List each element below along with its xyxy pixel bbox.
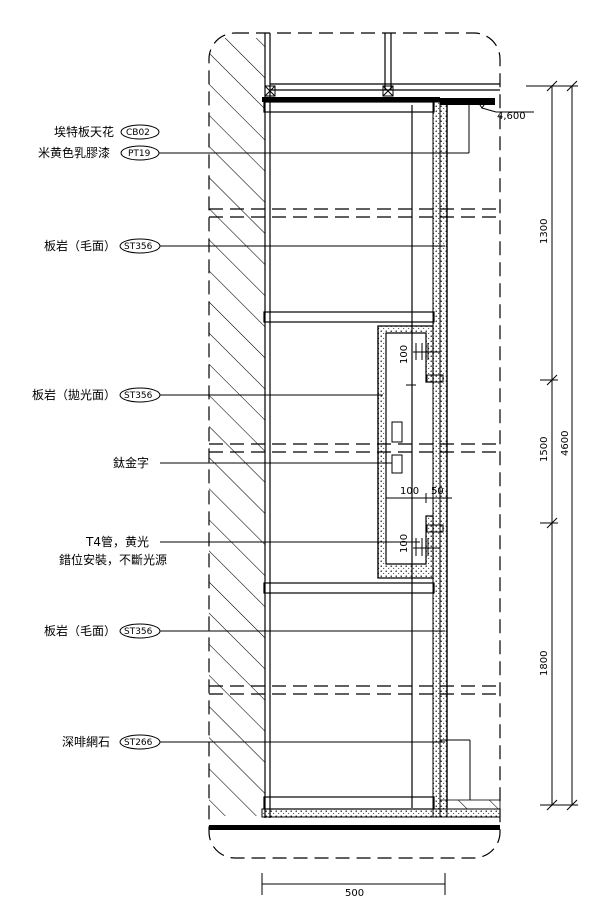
annotation-t4-lamp: T4管，黄光 錯位安裝，不斷光源 (59, 534, 420, 567)
svg-text:T4管，黄光: T4管，黄光 (85, 534, 149, 549)
floor-slab (209, 825, 500, 830)
floor-screed (261, 808, 501, 818)
dim-1300: 1300 (539, 219, 550, 244)
dim-4600: 4600 (560, 431, 571, 456)
annotation-深啡網石: 深啡網石 ST266 (62, 734, 445, 750)
skirting-hatch (439, 799, 501, 810)
svg-text:米黄色乳膠漆: 米黄色乳膠漆 (38, 146, 110, 160)
svg-text:錯位安裝，不斷光源: 錯位安裝，不斷光源 (59, 552, 167, 567)
level-marker: 4,600 (477, 101, 534, 122)
dim-500: 500 (345, 888, 364, 899)
dim-100-lower: 100 (399, 534, 410, 553)
panel-bands (263, 101, 435, 810)
svg-text:CB02: CB02 (126, 128, 150, 138)
svg-text:ST356: ST356 (124, 391, 153, 401)
width-dimension (261, 873, 446, 895)
dim-50: 50 (431, 486, 444, 497)
svg-text:埃特板天花: 埃特板天花 (54, 124, 114, 139)
annotation-埃特板天花: 埃特板天花 CB02 (54, 124, 160, 140)
svg-text:PT19: PT19 (128, 149, 151, 159)
svg-text:ST356: ST356 (124, 627, 153, 637)
annotation-板岩-拋光面: 板岩（拋光面） ST356 (32, 387, 383, 403)
annotation-鈦金字: 鈦金字 (113, 455, 392, 470)
wall-hatch (209, 38, 265, 816)
ceiling-board (262, 97, 440, 102)
svg-text:深啡網石: 深啡網石 (62, 735, 110, 749)
svg-text:板岩（毛面）: 板岩（毛面） (44, 238, 116, 253)
annotation-板岩-毛面-upper: 板岩（毛面） ST356 (44, 238, 445, 254)
ceiling-slab (440, 98, 495, 105)
dim-1500: 1500 (539, 437, 550, 462)
niche-dimensions (385, 345, 452, 560)
svg-text:板岩（拋光面）: 板岩（拋光面） (32, 387, 116, 402)
annotation-板岩-毛面-lower: 板岩（毛面） ST356 (44, 623, 445, 639)
ceiling-hangers (264, 85, 394, 97)
dim-100-upper: 100 (399, 345, 410, 364)
svg-text:ST356: ST356 (124, 242, 153, 252)
svg-text:鈦金字: 鈦金字 (113, 455, 149, 470)
structure-lines (264, 33, 500, 818)
svg-text:ST266: ST266 (124, 738, 153, 748)
t4-lamps (391, 343, 444, 556)
annotation-米黄色乳膠漆: 米黄色乳膠漆 PT19 (38, 102, 470, 161)
svg-text:板岩（毛面）: 板岩（毛面） (44, 623, 116, 638)
dim-100-horizontal: 100 (400, 486, 419, 497)
dim-1800: 1800 (539, 651, 550, 676)
break-lines (209, 208, 500, 695)
level-text: 4,600 (497, 111, 526, 122)
dimension-lines (526, 80, 578, 811)
